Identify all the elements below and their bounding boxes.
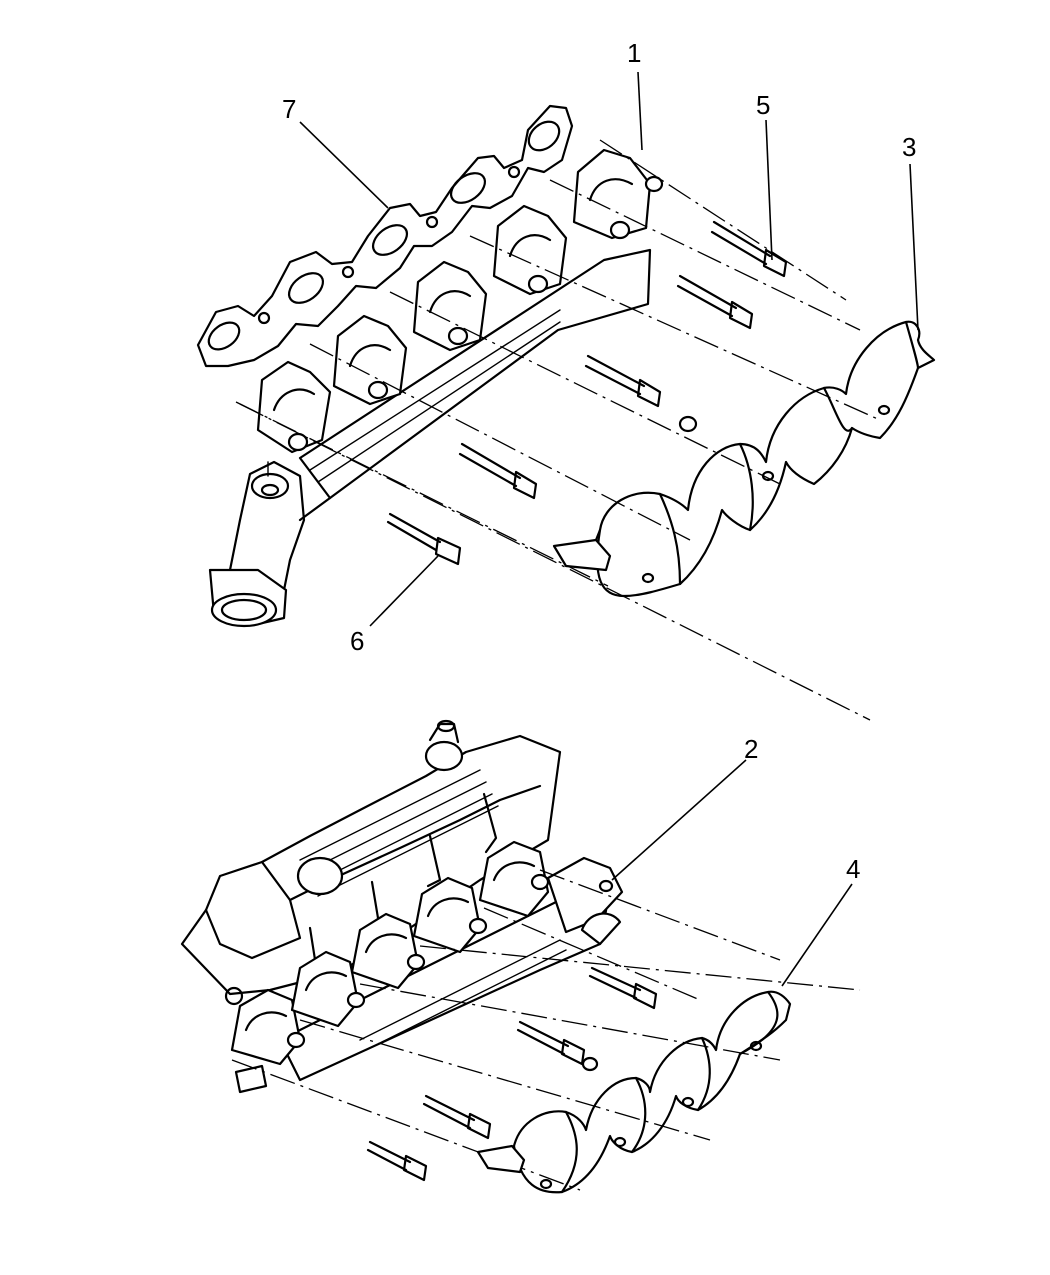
callout-1: 1 <box>627 38 641 68</box>
centerlines-bottom <box>231 869 861 1191</box>
manifold-bolts-top <box>458 220 788 500</box>
callout-5: 5 <box>756 90 770 120</box>
callout-6: 6 <box>350 626 364 656</box>
heat-shield-top <box>552 320 936 598</box>
exhaust-manifold-bottom <box>230 840 624 1094</box>
callout-4: 4 <box>846 854 860 884</box>
callout-2: 2 <box>744 734 758 764</box>
exhaust-manifold-top <box>208 148 664 628</box>
stud-bolt <box>386 512 462 566</box>
callout-3: 3 <box>902 132 916 162</box>
manifold-bolts-bottom <box>366 966 658 1182</box>
manifold-gasket <box>196 104 574 368</box>
leader-lines <box>299 71 919 987</box>
heat-shield-bottom <box>476 990 792 1194</box>
centerlines-top <box>235 139 881 721</box>
callout-7: 7 <box>282 94 296 124</box>
